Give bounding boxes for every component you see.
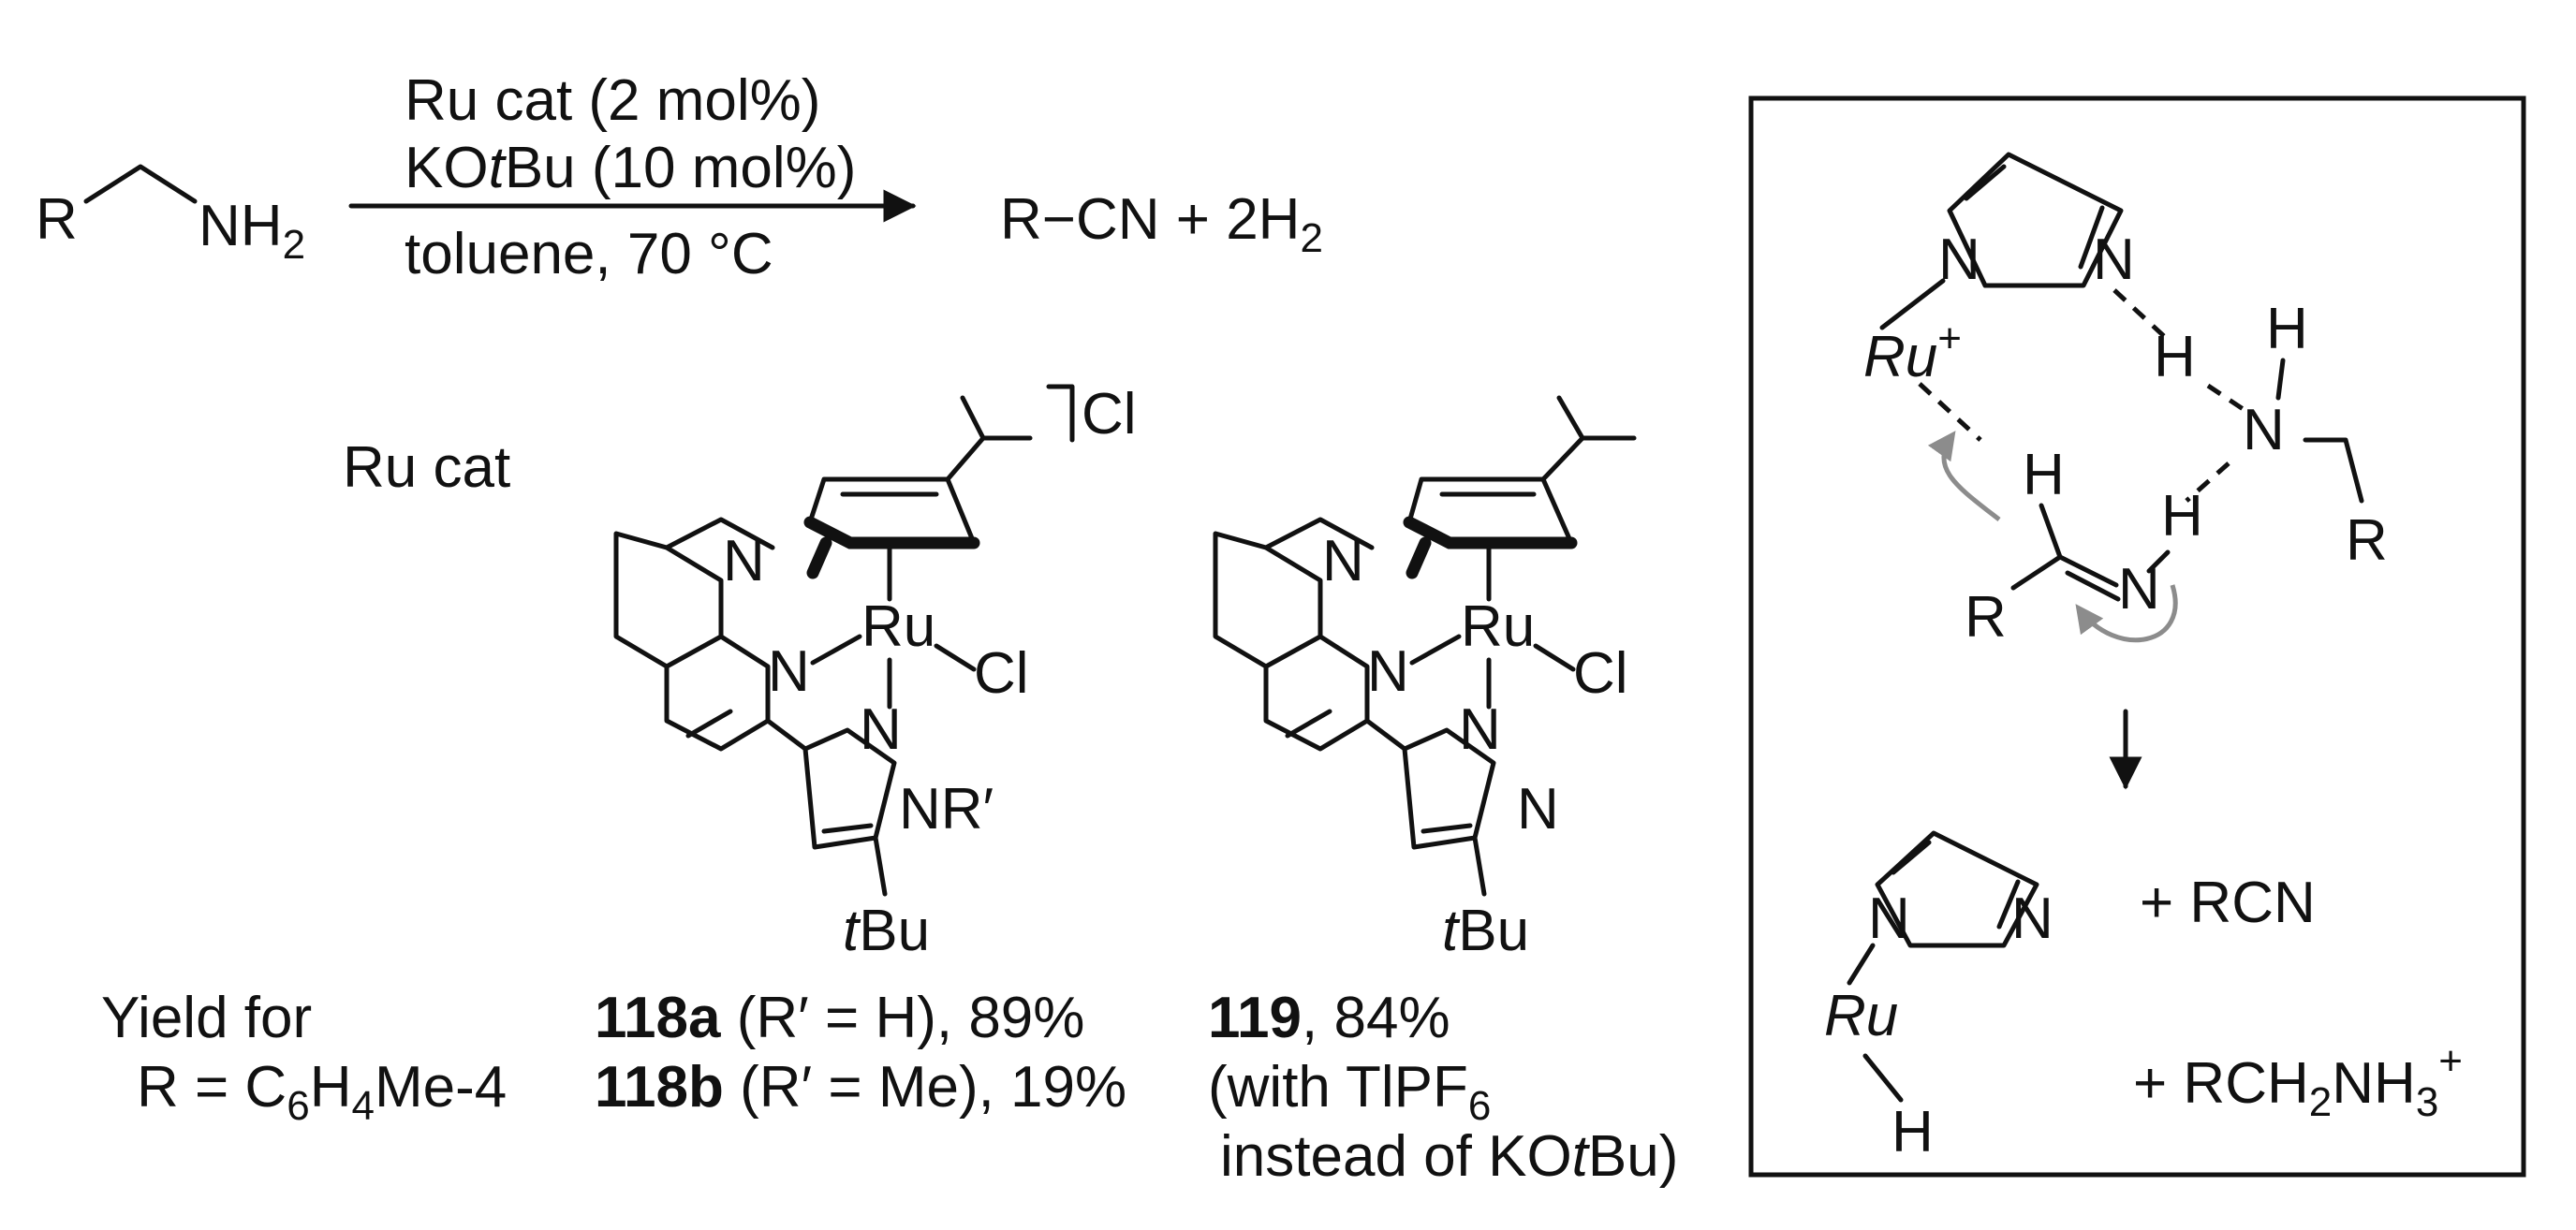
product-ru-label: Ru	[1824, 984, 1898, 1048]
isopropyl-group	[1540, 395, 1637, 482]
condition-base: KOtBu (10 mol%)	[405, 136, 856, 200]
yield-label: Yield for	[101, 986, 312, 1050]
naphthyridine-n2-label: N	[768, 639, 810, 704]
reactant-nh2-label: NH	[199, 194, 283, 258]
naphthyridine-lower-ring	[664, 634, 771, 752]
pyrazole-ring	[1947, 152, 2124, 288]
product-rcn: + RCN	[2140, 871, 2316, 935]
pyrazole-ring	[1364, 718, 1496, 850]
cymene-methyl	[806, 536, 832, 579]
svg-text:NH2: NH2	[199, 194, 305, 268]
cymene-front-edge	[803, 516, 980, 549]
pyrazole-n2-label: N	[2093, 227, 2135, 292]
imine-h-label: H	[2023, 443, 2065, 507]
yield-substrate-label: R = C6H4Me-4	[137, 1055, 507, 1129]
condition-solvent: toluene, 70 °C	[405, 222, 773, 286]
amine-r-label: R	[2346, 508, 2388, 573]
naphthyridine-n1-label: N	[1322, 529, 1364, 593]
yield-119: 119, 84%	[1208, 986, 1450, 1050]
reaction-equation: R NH2 Ru cat (2 mol%) KOtBu (10 mol%) to…	[36, 68, 1323, 286]
cymene-front-edge	[1403, 516, 1578, 549]
reactant-zigzag	[83, 164, 198, 204]
imine-nh-h-label: H	[2161, 484, 2203, 549]
yield-118b: 118b (R′ = Me), 19%	[595, 1055, 1126, 1120]
yield-table: Yield for R = C6H4Me-4 118a (R′ = H), 89…	[101, 986, 1678, 1189]
pyrazole-n-label: N	[860, 697, 902, 762]
naphthyridine-left-ring	[613, 531, 724, 669]
tbu-label: tBu	[1442, 899, 1529, 963]
pyrazole-nr-label: NR′	[899, 777, 994, 842]
counterion-bracket	[1046, 384, 1075, 443]
naphthyridine-lower-ring	[1263, 634, 1370, 752]
naphthyridine-n1-label: N	[723, 529, 765, 593]
imine-r-label: R	[1965, 585, 2007, 650]
ru-cat-heading: Ru cat	[343, 435, 510, 500]
tbu-label: tBu	[843, 899, 930, 963]
product-text: R−CN + 2H2	[1000, 187, 1323, 261]
pyrazole-n1-label: N	[1938, 227, 1980, 292]
curved-arrow-1	[1927, 431, 2001, 521]
yield-118a: 118a (R′ = H), 89%	[595, 986, 1084, 1050]
amine-h1-label: H	[2154, 325, 2196, 389]
naphthyridine-n2-label: N	[1367, 639, 1409, 704]
pyrazole-n-label: N	[1459, 697, 1501, 762]
isopropyl-group	[945, 395, 1033, 482]
pyrazole-n2-label: N	[1517, 777, 1559, 842]
mechanism-box: N N Ru+ H H N R H H N R N N Ru	[1748, 95, 2526, 1178]
product-ammonium: + RCH2NH3+	[2133, 1038, 2463, 1125]
mechanism-frame	[1748, 95, 2526, 1178]
cymene-methyl	[1406, 536, 1432, 579]
imine-double-bond	[2057, 554, 2121, 602]
curved-arrow-2	[2075, 584, 2178, 643]
amine-n-label: N	[2243, 398, 2285, 462]
ru-atom-label: Ru	[861, 594, 935, 659]
complex-119-structure: Ru Cl N N N N tBu	[1213, 395, 1637, 963]
product-n2-label: N	[2011, 886, 2053, 951]
ru-atom-label: Ru	[1461, 594, 1535, 659]
ru-plus-label: Ru+	[1863, 315, 1962, 389]
amine-h2-label: H	[2266, 297, 2308, 361]
yield-119-note-1: (with TlPF6	[1208, 1055, 1491, 1129]
complex-118-structure: Cl Ru Cl N N N NR′ tBu	[613, 382, 1137, 963]
ru-cl-label: Cl	[1573, 641, 1628, 706]
condition-catalyst: Ru cat (2 mol%)	[405, 68, 820, 133]
pyrazole-ring	[765, 718, 897, 850]
reactant-r-label: R	[36, 187, 78, 252]
product-pyrazole-ring	[1875, 830, 2039, 948]
naphthyridine-left-ring	[1213, 531, 1323, 669]
product-n1-label: N	[1868, 886, 1910, 951]
counterion-cl-label: Cl	[1082, 382, 1137, 447]
ru-cl-label: Cl	[974, 641, 1029, 706]
product-ru-h-label: H	[1892, 1100, 1934, 1164]
yield-119-note-2: instead of KOtBu)	[1220, 1124, 1678, 1189]
